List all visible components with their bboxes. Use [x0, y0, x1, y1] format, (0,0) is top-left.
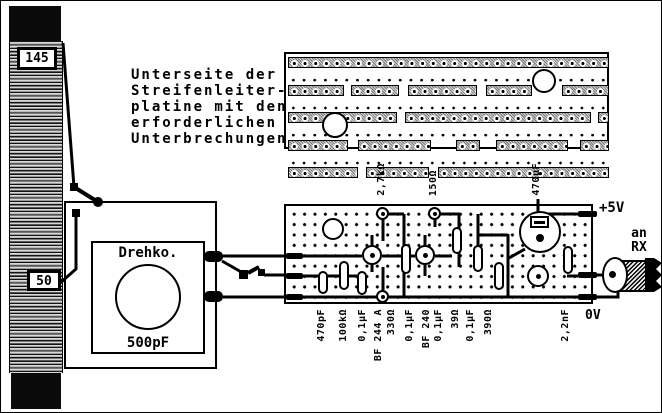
jumper-bar [286, 253, 303, 259]
copper-strip-segment [351, 84, 400, 96]
component-label: 39Ω [450, 309, 461, 329]
jumper-bar [578, 211, 597, 217]
switch-contacts [70, 183, 265, 279]
copper-strip-segment [437, 167, 609, 179]
input-switch-pivot [239, 270, 248, 279]
copper-strip-segment [288, 57, 609, 68]
component-label: BF 240 [421, 309, 432, 349]
drehko-terminal-top [204, 251, 223, 262]
component-label: 0,1µF [357, 309, 368, 342]
jumper-bar [578, 272, 597, 278]
resistor-2k7 [452, 227, 462, 254]
input-switch-lever [247, 265, 260, 275]
component-label: BF 244 A [373, 309, 384, 362]
drehko-value: 500pF [126, 335, 170, 351]
transistor-bf240 [415, 245, 435, 265]
jumper-bar [286, 273, 303, 279]
variable-capacitor-circle [115, 264, 181, 330]
signal-wires [303, 233, 578, 278]
copper-strip-segment [366, 167, 430, 179]
copper-strip-segment [357, 139, 432, 151]
electrolytic-lead-dot [536, 234, 544, 242]
copper-strip-segment [561, 84, 609, 96]
electrolytic-polarity-marker [530, 216, 549, 228]
input-switch-contact [258, 269, 265, 276]
stripboard-dot-row [288, 103, 605, 113]
capacitor-0u1-a [357, 271, 367, 295]
coax-cable-end [645, 258, 661, 292]
stripboard-dot-row [288, 159, 605, 168]
transistor-bf244 [362, 245, 382, 265]
jumper-bar [286, 294, 303, 300]
capacitor-2n2 [563, 246, 573, 274]
drehko-title: Drehko. [118, 245, 178, 261]
component-label: 0,1µF [465, 309, 476, 342]
capacitor-0u1-b [473, 245, 483, 272]
tap-label-145: 145 [17, 47, 57, 70]
coil-top-cap [9, 6, 61, 41]
jumper-bar [578, 294, 597, 300]
stripboard-dot-row [288, 76, 605, 85]
resistor-470pF [318, 271, 328, 294]
component-label: 330Ω [386, 309, 397, 336]
tap-wire-bottom [58, 217, 78, 286]
tap-label-50: 50 [27, 270, 61, 291]
band-switch-contact-top [70, 183, 78, 191]
stripboard-strip-row [288, 57, 609, 68]
board-hole [322, 218, 344, 240]
copper-strip-segment [580, 139, 609, 151]
copper-strip-segment [407, 84, 478, 96]
band-switch-contact-bottom [72, 209, 80, 217]
copper-strip-segment [288, 84, 344, 96]
resistor-390 [494, 262, 504, 290]
mounting-hole-right [532, 69, 556, 93]
component-label: 0,1µF [404, 309, 415, 342]
copper-strip-segment [455, 139, 480, 151]
solder-pad [428, 207, 441, 220]
output-label: an RX [621, 227, 657, 255]
gnd-label: 0V [585, 308, 601, 323]
component-label: 390Ω [483, 309, 494, 336]
component-label: 100kΩ [338, 309, 349, 342]
component-label: 2,7kΩ [376, 163, 387, 196]
copper-strip-segment [404, 112, 591, 124]
antenna-coil [9, 41, 63, 373]
output-label-line1: an [631, 226, 647, 241]
component-label: 470µF [531, 163, 542, 196]
coax-center-pin [609, 271, 616, 278]
component-label: 470pF [316, 309, 327, 342]
copper-strip-segment [485, 84, 532, 96]
output-label-line2: RX [631, 240, 647, 255]
wiring [58, 42, 620, 299]
mounting-hole-left [322, 112, 348, 138]
copper-strip-segment [288, 139, 348, 151]
component-label: 150Ω [428, 169, 439, 196]
solder-pad [376, 207, 389, 220]
stripboard-strip-row [288, 167, 609, 179]
stripboard-strip-row [288, 139, 609, 151]
copper-strip-segment [598, 112, 609, 124]
vcc-label: +5V [599, 200, 625, 216]
solder-pad [376, 290, 389, 303]
transistor-output [527, 265, 549, 287]
band-switch-pivot [93, 197, 103, 207]
component-label: 2,2nF [560, 309, 571, 342]
copper-strip-segment [495, 139, 569, 151]
resistor-330 [401, 244, 411, 274]
coil-bottom-cap [11, 373, 61, 409]
tap-wire-top [61, 42, 76, 188]
tap-50-text: 50 [36, 274, 52, 289]
component-label: 0,1µF [433, 309, 444, 342]
tap-145-text: 145 [25, 51, 49, 66]
copper-strip-segment [288, 167, 358, 179]
stripboard-strip-row [288, 84, 609, 96]
resistor-100k [339, 261, 349, 290]
drehko-terminal-bottom [204, 291, 223, 302]
stripboard-dot-row [288, 131, 605, 140]
